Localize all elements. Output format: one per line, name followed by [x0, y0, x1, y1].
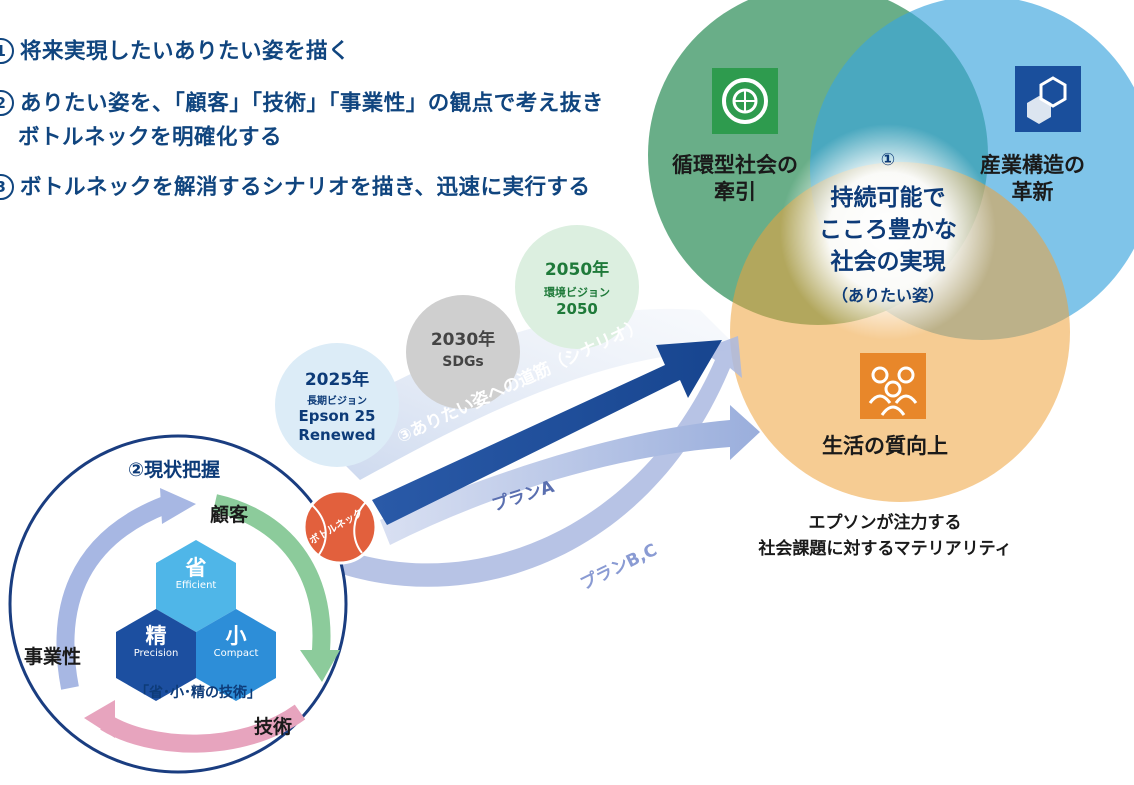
bubble-2050-bg — [515, 225, 639, 349]
venn-label-circular-society: 循環型社会の 牽引 — [672, 153, 798, 204]
current-state-title: ②現状把握 — [128, 459, 221, 481]
venn-center-sub: （ありたい姿） — [831, 286, 944, 305]
hex-precision-en: Precision — [133, 648, 179, 659]
cycle-arrow-green — [212, 494, 331, 662]
bubble-2025-bg — [275, 343, 399, 467]
bubble-2030-year: 2030年 — [430, 330, 496, 350]
background-swoosh — [310, 308, 740, 480]
venn-label-industry-innovation: 産業構造の 革新 — [980, 153, 1085, 204]
recycle-icon — [712, 68, 778, 134]
venn-center-glow — [780, 124, 996, 340]
venn-diagram — [648, 0, 1134, 502]
caption-line1: エプソンが注力する — [808, 513, 962, 533]
bubble-2030-name: SDGs — [442, 354, 484, 370]
step-3-number: 3 — [0, 174, 14, 200]
hex-precision — [116, 609, 196, 701]
venn-center-line1: 持続可能で — [830, 185, 946, 211]
main-scenario-arrow — [372, 340, 722, 525]
bubble-2030-bg — [406, 295, 520, 409]
hex-compact — [196, 609, 276, 701]
label-business: 事業性 — [24, 646, 82, 668]
venn-center-number: ① — [880, 150, 896, 170]
tech-label: 「省･小･精の技術」 — [135, 685, 261, 701]
bubble-2025-sub: 長期ビジョン — [307, 396, 367, 407]
hexagon-network-icon — [1015, 66, 1081, 132]
cycle-arrow-green-head — [300, 650, 340, 682]
ball-seam-left — [311, 504, 327, 557]
step-2-continued-text: ボトルネックを明確化する — [18, 125, 283, 150]
bubble-2025: 2025年 長期ビジョン Epson 25 Renewed — [280, 365, 394, 445]
materiality-caption: エプソンが注力する 社会課題に対するマテリアリティ — [730, 510, 1040, 562]
bubble-2025-year: 2025年 — [304, 370, 370, 390]
step-1-number: 1 — [0, 38, 14, 64]
hex-compact-en: Compact — [213, 648, 259, 659]
bubble-2050-year: 2050年 — [544, 260, 610, 280]
bubble-2050: 2050年 環境ビジョン 2050 — [520, 255, 634, 318]
bubble-2030: 2030年 SDGs — [410, 325, 516, 370]
step-3-text: ボトルネックを解消するシナリオを描き、迅速に実行する — [20, 175, 591, 200]
step-2-text: ありたい姿を、「顧客」「技術」「事業性」の観点で考え抜き — [20, 91, 604, 116]
plan-bc-arrow — [330, 336, 742, 587]
cycle-arrow-blue-head — [160, 488, 196, 524]
venn-center-line2: こころ豊かな — [819, 217, 957, 243]
cycle-arrow-blue — [56, 496, 169, 690]
people-icon — [860, 353, 926, 419]
cycle-arrow-pink-head — [84, 700, 115, 738]
venn-label-quality-of-life: 生活の質向上 — [822, 434, 948, 458]
bubble-2050-name: 2050 — [556, 300, 598, 318]
bubble-2025-name: Epson 25 Renewed — [298, 407, 376, 444]
bubble-2050-sub: 環境ビジョン — [544, 286, 610, 299]
label-technology: 技術 — [254, 716, 293, 738]
plan-a-arrow — [380, 405, 760, 545]
hex-compact-label: 小 — [225, 624, 247, 648]
hex-efficient-en: Efficient — [175, 580, 217, 591]
hex-efficient — [156, 540, 236, 632]
step-1-text: 将来実現したいありたい姿を描く — [20, 39, 351, 64]
venn-center-line3: 社会の実現 — [830, 249, 946, 275]
ball-seam-right — [353, 499, 369, 554]
hex-efficient-label: 省 — [185, 556, 207, 580]
hex-precision-label: 精 — [145, 624, 167, 648]
label-customer: 顧客 — [210, 504, 249, 526]
step-2-continued: ボトルネックを明確化する — [18, 120, 282, 151]
step-2-number: 2 — [0, 90, 14, 116]
caption-line2: 社会課題に対するマテリアリティ — [758, 539, 1012, 559]
cycle-arrow-pink — [100, 704, 306, 753]
